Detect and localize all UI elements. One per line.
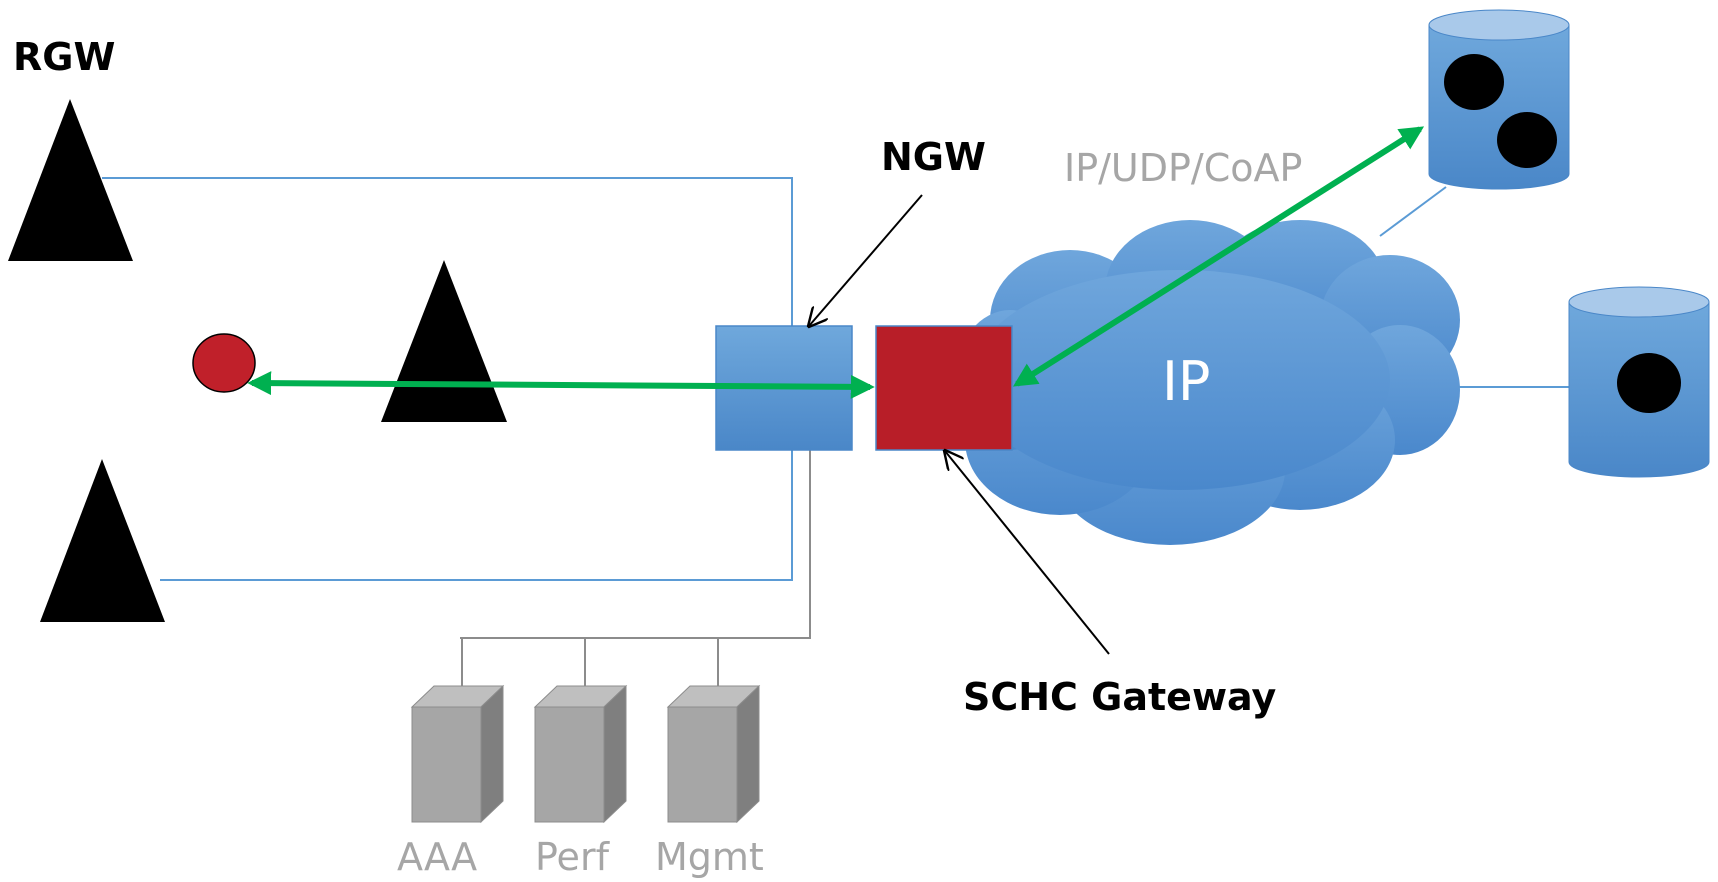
schc-gateway-label: SCHC Gateway <box>963 675 1277 719</box>
end-device <box>192 333 256 393</box>
server-bus <box>460 450 811 686</box>
data-disc-icon <box>1444 54 1504 110</box>
ngw-pointer-arrow <box>809 194 923 326</box>
ip-traffic-arrow <box>1012 126 1425 387</box>
data-disc-icon <box>1497 112 1557 168</box>
server-label-perf: Perf <box>535 835 611 879</box>
schc-gateway-box <box>875 325 1013 451</box>
rgw-label: RGW <box>13 35 115 79</box>
storage-server-top <box>1428 9 1570 190</box>
rgw-antenna-bottom <box>40 459 165 622</box>
rgw-antenna-middle <box>381 260 507 422</box>
rgw-bottom-link <box>160 450 793 581</box>
schc-pointer-arrow <box>945 451 1110 655</box>
ip-cloud-label: IP <box>1162 350 1211 413</box>
server-label-aaa: AAA <box>397 835 477 879</box>
storage-link-top <box>1379 186 1447 237</box>
server-perf <box>533 684 628 824</box>
ngw-label: NGW <box>881 135 986 179</box>
compressed-traffic-arrow <box>247 371 875 399</box>
server-aaa <box>410 684 505 824</box>
storage-server-right <box>1568 286 1710 478</box>
rgw-antenna-top <box>8 99 133 261</box>
server-label-mgmt: Mgmt <box>655 835 764 879</box>
server-mgmt <box>666 684 761 824</box>
data-disc-icon <box>1617 353 1681 413</box>
protocol-label: IP/UDP/CoAP <box>1064 146 1302 190</box>
rgw-top-link <box>102 177 793 326</box>
